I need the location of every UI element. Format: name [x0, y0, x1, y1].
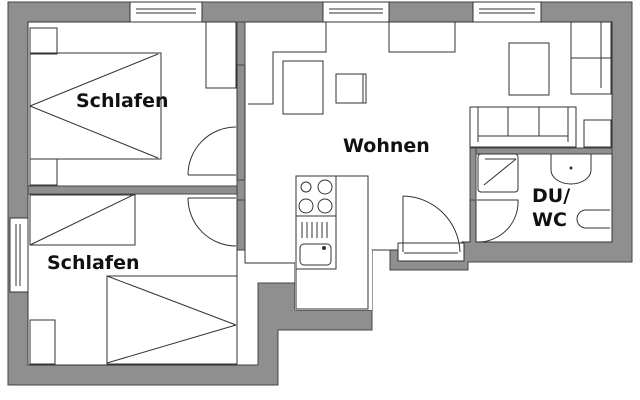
- bathroom-fixtures: [477, 153, 610, 243]
- bathroom-label-line2: WC: [532, 209, 567, 231]
- partition-walls: [27, 21, 613, 201]
- room-label-bathroom: DU/ WC: [532, 184, 570, 232]
- room-label-bedroom-2: Schlafen: [47, 252, 140, 274]
- bedroom-1-furniture: [29, 21, 237, 186]
- bedroom-2-furniture: [29, 194, 238, 365]
- room-label-living: Wohnen: [343, 135, 430, 157]
- bathroom-label-line1: DU/: [532, 185, 571, 207]
- living-furniture: [248, 21, 612, 310]
- room-label-bedroom-1: Schlafen: [76, 90, 169, 112]
- windows: [9, 1, 542, 293]
